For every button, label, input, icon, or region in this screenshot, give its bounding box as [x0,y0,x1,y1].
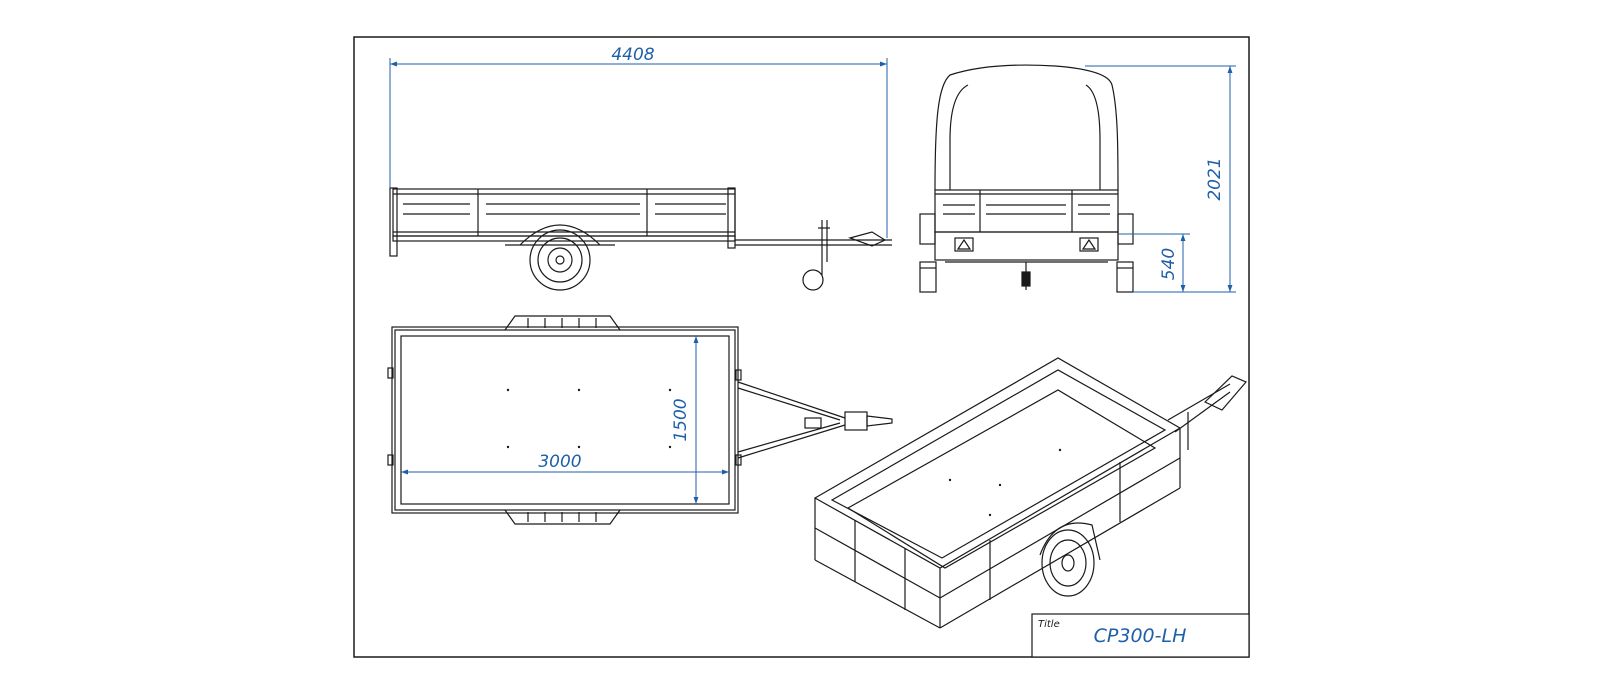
dimension-overall-height-value: 2021 [1205,157,1225,200]
dimension-deck-height [1118,233,1190,293]
title-label: Title [1038,619,1060,630]
isometric-view [813,357,1247,629]
title-block: Title CP300-LH [1031,613,1250,658]
dimension-deck-height-value: 540 [1159,248,1179,280]
title-value: CP300-LH [1094,625,1187,647]
dimension-overall-length-value: 4408 [611,45,654,65]
sheet-border [353,36,1250,658]
dimension-bed-length-value: 3000 [538,452,581,472]
dimension-bed-width-value: 1500 [671,398,691,441]
isometric-deck-bolts [948,448,1062,517]
front-view [919,64,1134,293]
top-view-deck-bolts [506,388,672,449]
dimension-overall-length [389,58,888,238]
side-view [389,187,892,291]
top-view [387,315,893,525]
